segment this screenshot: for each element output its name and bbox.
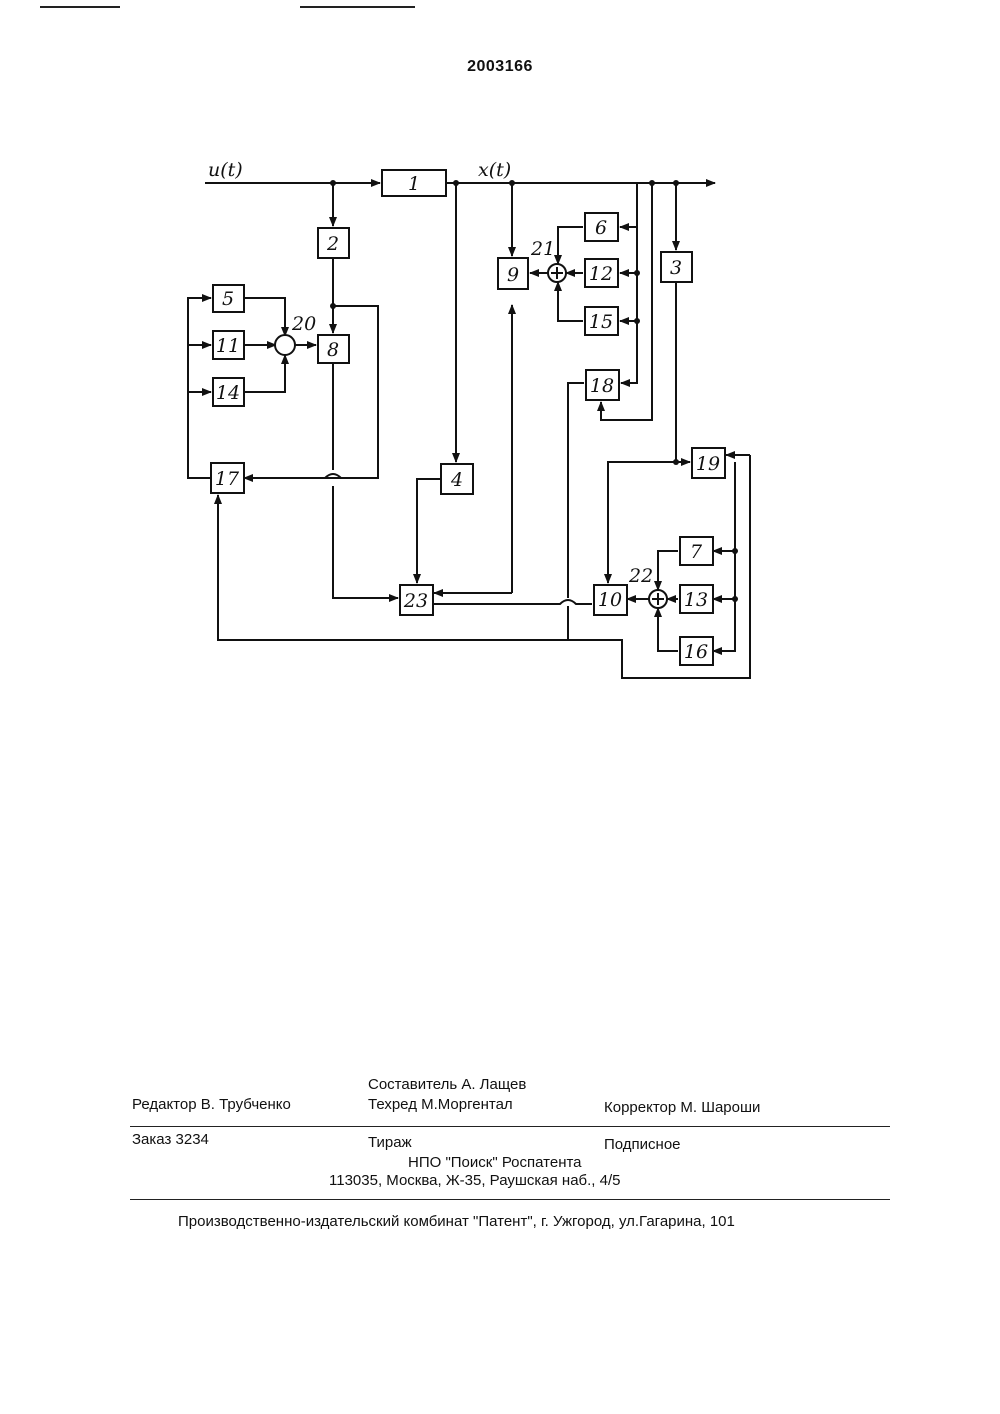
block-4: 4 <box>441 464 473 494</box>
block-3: 3 <box>661 252 692 282</box>
printer-line: Производственно-издательский комбинат "П… <box>178 1213 735 1230</box>
block-18: 18 <box>586 370 619 400</box>
summer-20: 20 <box>275 313 316 355</box>
compiler-line: Составитель А. Лащев <box>368 1076 526 1093</box>
block-19: 19 <box>692 448 725 478</box>
block-8: 8 <box>318 335 349 363</box>
summer-22: 22 <box>628 565 667 608</box>
block-18-label: 18 <box>590 375 614 397</box>
block-15: 15 <box>585 307 618 335</box>
tech-editor-line: Техред М.Моргентал <box>368 1096 513 1113</box>
corrector-line: Корректор М. Шароши <box>604 1099 760 1116</box>
block-15-label: 15 <box>589 311 613 333</box>
block-19-label: 19 <box>696 453 720 475</box>
block-6: 6 <box>585 213 618 241</box>
summer-20-label: 20 <box>291 313 316 335</box>
publisher-line: НПО "Поиск" Роспатента <box>408 1154 582 1171</box>
subscription-line: Подписное <box>604 1136 681 1153</box>
editor-line: Редактор В. Трубченко <box>132 1096 291 1113</box>
imprint-rule-bottom <box>130 1199 890 1200</box>
block-1: 1 <box>382 170 446 196</box>
summer-21: 21 <box>530 238 566 282</box>
block-10: 10 <box>594 585 627 615</box>
block-10-label: 10 <box>598 589 622 611</box>
block-17-label: 17 <box>215 468 240 490</box>
block-12-label: 12 <box>589 263 613 285</box>
block-16-label: 16 <box>684 641 708 663</box>
block-12: 12 <box>585 259 618 287</box>
input-signal-label: u(t) <box>208 159 243 181</box>
block-9: 9 <box>498 258 528 289</box>
block-5: 5 <box>213 285 244 312</box>
block-5-label: 5 <box>222 288 234 310</box>
block-17: 17 <box>211 463 244 493</box>
block-23-label: 23 <box>403 590 428 612</box>
output-signal-label: x(t) <box>478 159 511 181</box>
block-2: 2 <box>318 228 349 258</box>
order-line: Заказ 3234 <box>132 1131 209 1148</box>
block-3-label: 3 <box>670 257 682 279</box>
summer-21-label: 21 <box>530 238 555 260</box>
address-line: 113035, Москва, Ж-35, Раушская наб., 4/5 <box>329 1172 621 1189</box>
summer-22-label: 22 <box>628 565 653 587</box>
block-1-label: 1 <box>408 173 420 195</box>
circulation-line: Тираж <box>368 1134 412 1151</box>
block-diagram: u(t) x(t) <box>0 0 1000 700</box>
block-14: 14 <box>213 378 244 406</box>
block-7: 7 <box>680 537 713 565</box>
block-13-label: 13 <box>684 589 708 611</box>
imprint-rule-top <box>130 1126 890 1127</box>
block-14-label: 14 <box>216 382 240 404</box>
block-23: 23 <box>400 585 433 615</box>
block-11: 11 <box>213 331 244 359</box>
block-16: 16 <box>680 637 713 665</box>
block-13: 13 <box>680 585 713 613</box>
block-6-label: 6 <box>595 217 607 239</box>
block-4-label: 4 <box>450 469 463 491</box>
block-7-label: 7 <box>690 541 703 563</box>
block-9-label: 9 <box>507 264 519 286</box>
block-11-label: 11 <box>216 335 240 357</box>
block-2-label: 2 <box>326 233 339 255</box>
block-8-label: 8 <box>327 339 339 361</box>
